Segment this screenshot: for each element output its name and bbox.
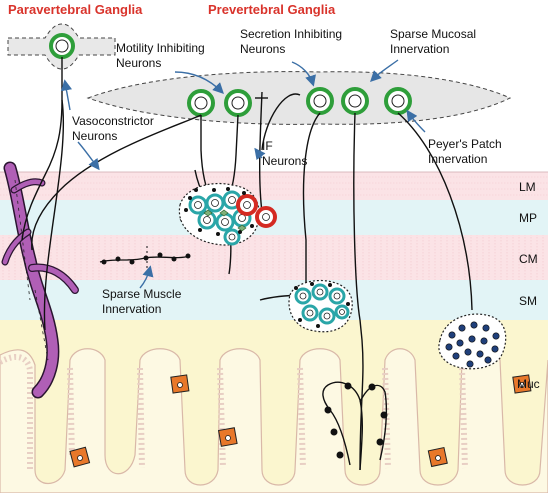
layer-label-lm: LM (519, 180, 536, 194)
myenteric-ganglion-cluster (178, 182, 277, 246)
mucosal-villi (0, 348, 548, 494)
prevertebral-ganglion (86, 71, 512, 125)
endocrine-cell (427, 446, 448, 468)
label-sparse-muscle-2: Innervation (102, 302, 161, 316)
arrow-peyers (406, 109, 426, 133)
mucosal-fiber-loop (322, 381, 388, 471)
label-peyers-2: Innervation (428, 152, 487, 166)
arrow-if (254, 147, 266, 161)
label-sparse-mucosal-1: Sparse Mucosal (390, 27, 476, 41)
cm-layer-band (0, 235, 548, 280)
if-neurons-red (236, 194, 277, 228)
sparse-muscle-fiber (99, 246, 191, 270)
pointer-arrows (60, 59, 426, 289)
layer-label-muc: Muc (517, 377, 540, 391)
label-sparse-muscle-1: Sparse Muscle (102, 287, 182, 301)
label-motility-inhibiting-2: Neurons (116, 56, 161, 70)
label-motility-inhibiting-1: Motility Inhibiting (116, 41, 205, 55)
layer-label-mp: MP (519, 211, 537, 225)
label-if-1: IF (262, 139, 273, 153)
label-sparse-mucosal-2: Innervation (390, 42, 449, 56)
arrow-vasoconstrictor-down (77, 141, 100, 171)
peyers-patch (438, 313, 507, 370)
endocrine-cell (217, 427, 238, 447)
label-secretion-inhibiting-2: Neurons (240, 42, 285, 56)
title-prevertebral-ganglia: Prevertebral Ganglia (208, 2, 336, 17)
arrow-vasoconstrictor-up (60, 79, 72, 111)
label-if-2: Neurons (262, 154, 307, 168)
endocrine-cell (170, 374, 190, 394)
sm-layer-band (0, 280, 548, 320)
prevertebral-neurons (187, 87, 412, 117)
label-secretion-inhibiting-1: Secretion Inhibiting (240, 27, 342, 41)
endocrine-cell (512, 374, 532, 394)
label-vasoconstrictor-2: Neurons (72, 129, 117, 143)
arrow-sparse-muscle (139, 265, 154, 289)
arrow-secretion (291, 61, 316, 87)
arrow-motility (174, 71, 224, 94)
title-paravertebral-ganglia: Paravertebral Ganglia (8, 2, 143, 17)
blood-vessel (1, 161, 79, 399)
arrow-mucosal (370, 59, 399, 82)
layer-label-sm: SM (519, 294, 537, 308)
endocrine-cell (69, 446, 91, 468)
lm-layer-band (0, 172, 548, 200)
submucosal-ganglion-cluster (288, 279, 353, 333)
layer-label-cm: CM (519, 252, 538, 266)
endocrine-cells (69, 374, 532, 468)
label-peyers-1: Peyer's Patch (428, 137, 502, 151)
label-vasoconstrictor-1: Vasoconstrictor (72, 114, 154, 128)
